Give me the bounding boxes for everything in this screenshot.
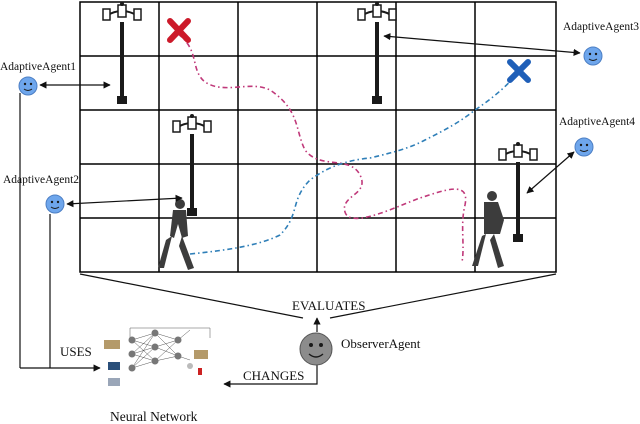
agent3-face [583, 46, 603, 66]
agent2-link [66, 194, 183, 208]
agent3-label-text: AdaptiveAgent3 [563, 21, 639, 33]
agent2-label: AdaptiveAgent2 [3, 174, 79, 186]
path-magenta [177, 33, 467, 263]
agent2-label-text: AdaptiveAgent2 [3, 174, 79, 186]
agent3-label: AdaptiveAgent3 [563, 21, 639, 33]
nn-node [174, 352, 182, 360]
nn-node [151, 329, 159, 337]
smiley-face-icon [18, 76, 38, 96]
agent4-link [526, 151, 575, 194]
smiley-face-icon [45, 194, 65, 214]
observer-face [299, 332, 333, 366]
cross-goal-icon [167, 18, 191, 43]
agent4-label: AdaptiveAgent4 [559, 116, 635, 128]
street-lamp-icon [102, 2, 142, 104]
nn-node [151, 343, 159, 351]
smiley-face-icon [583, 46, 603, 66]
agent2-face [45, 194, 65, 214]
street-lamp-icon [357, 2, 397, 104]
changes-arrow [223, 360, 318, 388]
nn-node [151, 357, 159, 365]
smiley-face-icon [299, 332, 333, 366]
nn-node [128, 364, 136, 372]
funnel-right [329, 273, 557, 319]
pedestrian-icon [472, 191, 504, 268]
agent1-label: AdaptiveAgent1 [0, 61, 76, 73]
agent1-face [18, 76, 38, 96]
street-lamp-icon [498, 142, 538, 242]
cross-goal-icon [507, 59, 531, 83]
agent4-label-text: AdaptiveAgent4 [559, 116, 635, 128]
nn-feedback [129, 327, 211, 338]
network-label: Neural Network [110, 409, 198, 424]
path-blue [189, 73, 518, 255]
smiley-face-icon [574, 137, 594, 157]
evaluates-label: EVALUATES [292, 298, 365, 313]
street-lamp-icon [172, 114, 212, 216]
nn-node [174, 336, 182, 344]
agent4-face [574, 137, 594, 157]
nn-device-icons [104, 340, 208, 386]
funnel-left [79, 273, 304, 319]
agent1-label-text: AdaptiveAgent1 [0, 61, 76, 73]
nn-node [128, 350, 136, 358]
agent3-link [383, 32, 581, 57]
nn-connections [131, 329, 191, 369]
uses-label: USES [60, 344, 92, 359]
nn-node [128, 336, 136, 344]
observer-label: ObserverAgent [341, 336, 421, 351]
changes-label: CHANGES [243, 368, 304, 383]
neural-network [104, 327, 211, 386]
